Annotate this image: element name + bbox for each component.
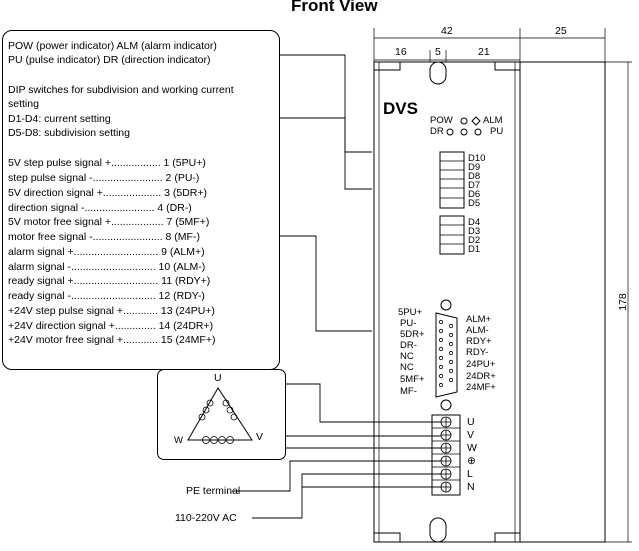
dip-label: D8 xyxy=(468,171,481,182)
signal-item: alarm signal -..........................… xyxy=(8,261,206,273)
dip-label: D3 xyxy=(468,226,481,237)
conn-right-label: 24PU+ xyxy=(466,359,496,370)
conn-left-label: NC xyxy=(400,362,414,373)
signal-item: ready signal +..........................… xyxy=(8,275,211,287)
terminal-label-n: N xyxy=(467,481,475,493)
dip-label: D2 xyxy=(468,235,481,246)
terminal-label-pe: ⊕ xyxy=(467,455,476,467)
conn-left-label: NC xyxy=(400,351,414,362)
dip-label: D7 xyxy=(468,180,481,191)
motor-box xyxy=(157,369,286,460)
signal-item: +24V motor free signal +............ 15 … xyxy=(8,334,216,346)
led-pu-label: PU xyxy=(490,126,504,137)
terminal-label-l: L xyxy=(467,468,473,480)
callout-box xyxy=(2,30,280,370)
side-panel-outline xyxy=(519,61,606,543)
signal-item: motor free signal -.....................… xyxy=(8,231,200,243)
callout-line-pow-alm: POW (power indicator) ALM (alarm indicat… xyxy=(8,40,217,52)
conn-right-label: ALM+ xyxy=(466,314,492,325)
signal-item: +24V step pulse signal +............ 13 … xyxy=(8,305,215,317)
dip-label: D10 xyxy=(468,153,486,164)
conn-right-label: ALM- xyxy=(466,325,489,336)
bottom-mount-slot xyxy=(429,517,447,543)
conn-left-label: 5MF+ xyxy=(400,374,425,385)
dip-label: D6 xyxy=(468,189,481,200)
terminal-block xyxy=(431,414,461,496)
dip-label: D5 xyxy=(468,198,481,209)
dim-col-right: 21 xyxy=(478,46,490,58)
dim-height: 178 xyxy=(616,293,629,311)
signal-item: alarm signal +..........................… xyxy=(8,246,205,258)
dip-label: D9 xyxy=(468,162,481,173)
dim-side: 25 xyxy=(555,25,567,37)
signal-item: direction signal -......................… xyxy=(8,202,192,214)
callout-dip-line3: D1-D4: current setting xyxy=(8,113,111,125)
callout-dip-line1: DIP switches for subdivision and working… xyxy=(8,84,234,96)
conn-left-label: PU- xyxy=(400,318,417,329)
conn-right-label: 24DR+ xyxy=(466,371,496,382)
dim-width-total: 42 xyxy=(441,25,453,37)
motor-label-v: V xyxy=(256,431,264,443)
motor-winding-diagram xyxy=(187,387,253,444)
conn-right-label: 24MF+ xyxy=(466,382,496,393)
signal-item: ready signal -..........................… xyxy=(8,290,205,302)
callout-dip-line4: D5-D8: subdivision setting xyxy=(8,127,130,139)
dim-col-mid: 5 xyxy=(435,46,441,58)
callout-line-pu-dr: PU (pulse indicator) DR (direction indic… xyxy=(8,54,211,66)
signal-item: 5V direction signal +...................… xyxy=(8,187,207,199)
led-alm-label: ALM xyxy=(483,115,503,126)
dip-label: D4 xyxy=(468,217,481,228)
motor-label-u: U xyxy=(214,372,222,384)
signal-item: 5V motor free signal +..................… xyxy=(8,216,210,228)
dip-label: D1 xyxy=(468,244,481,255)
callout-dip-line2: setting xyxy=(8,98,39,110)
signal-item: +24V direction signal +.............. 14… xyxy=(8,320,214,332)
led-pow-label: POW xyxy=(430,115,453,126)
page-title: Front View xyxy=(291,0,378,15)
terminal-label-u: U xyxy=(467,416,475,428)
dip-switch-block-upper xyxy=(439,151,465,209)
driver-name: DVS xyxy=(383,99,418,118)
conn-left-label: 5PU+ xyxy=(398,307,423,318)
conn-right-label: RDY- xyxy=(466,347,489,358)
conn-left-label: MF- xyxy=(400,386,417,397)
pe-terminal-label: PE terminal xyxy=(186,485,241,497)
terminal-label-v: V xyxy=(467,429,475,441)
top-mount-slot xyxy=(429,61,447,85)
terminal-label-w: W xyxy=(467,442,477,454)
power-supply-label: 110-220V AC xyxy=(175,512,237,524)
conn-right-label: RDY+ xyxy=(466,336,492,347)
signal-item: 5V step pulse signal +................. … xyxy=(8,157,206,169)
dim-col-left: 16 xyxy=(395,46,407,58)
led-dr-label: DR xyxy=(430,126,444,137)
signal-item: step pulse signal -.....................… xyxy=(8,172,200,184)
motor-label-w: W xyxy=(174,435,183,446)
conn-left-label: DR- xyxy=(400,340,417,351)
db15-connector xyxy=(435,312,458,398)
conn-left-label: 5DR+ xyxy=(400,329,425,340)
